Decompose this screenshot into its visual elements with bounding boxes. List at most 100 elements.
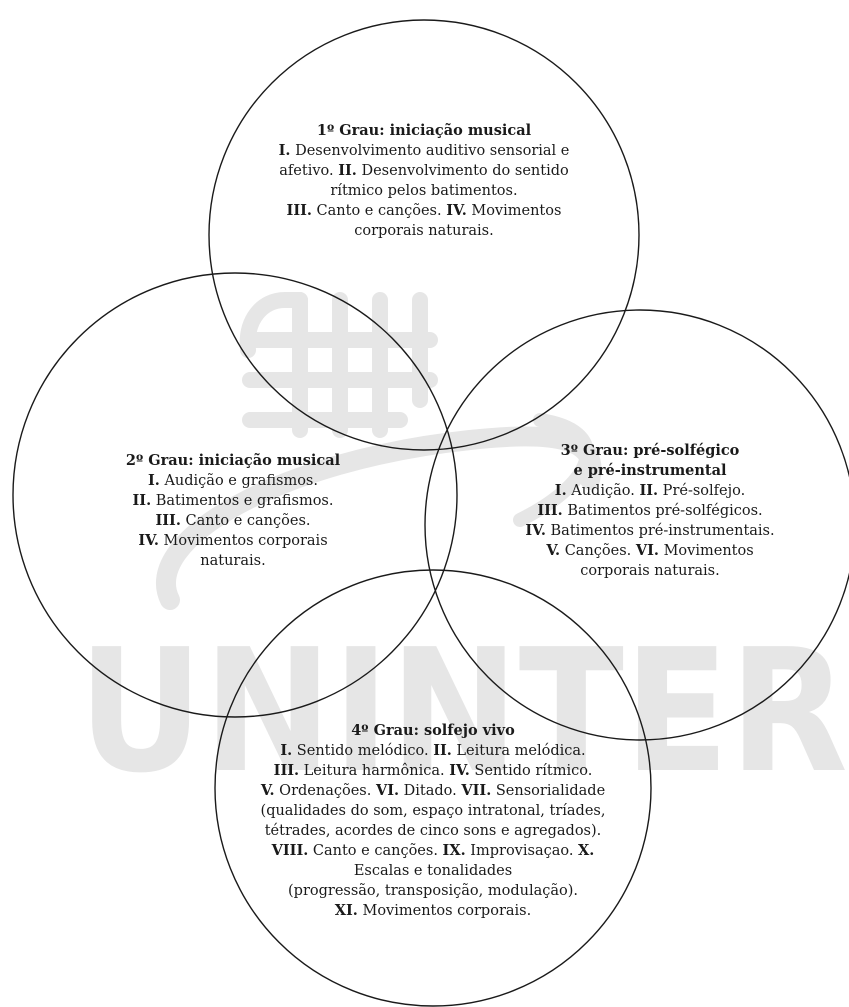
item-text: Sentido melódico. xyxy=(292,743,434,759)
item-numeral: I. xyxy=(278,142,291,159)
item-text: Leitura harmônica. xyxy=(299,763,450,779)
text-line: III. Canto e canções. xyxy=(78,511,388,531)
grau-3-text: 3º Grau: pré-solfégico e pré-instrumenta… xyxy=(490,441,810,581)
item-text: Batimentos e grafismos. xyxy=(151,493,334,509)
circle-grau-1 xyxy=(208,19,640,451)
item-numeral: II. xyxy=(132,492,152,509)
item-numeral: IV. xyxy=(525,522,546,539)
item-numeral: VI. xyxy=(375,782,400,799)
text-line: I. Audição. II. Pré-solfejo. xyxy=(490,481,810,501)
text-line: I. Sentido melódico. II. Leitura melódic… xyxy=(228,741,638,761)
item-numeral: III. xyxy=(537,502,563,519)
grau-4-text: 4º Grau: solfejo vivo I. Sentido melódic… xyxy=(228,721,638,921)
item-text: (progressão, transposição, modulação). xyxy=(288,883,578,899)
item-numeral: V. xyxy=(260,782,275,799)
item-text: Ditado. xyxy=(399,783,462,799)
grau-3-items: I. Audição. II. Pré-solfejo.III. Batimen… xyxy=(490,481,810,581)
item-numeral: I. xyxy=(554,482,567,499)
item-text: Sentido rítmico. xyxy=(469,763,593,779)
circle-grau-4 xyxy=(214,569,652,1007)
item-numeral: II. xyxy=(338,162,357,179)
grau-2-items: I. Audição e grafismos.II. Batimentos e … xyxy=(78,471,388,571)
item-text: Desenvolvimento do sentido xyxy=(356,163,569,179)
grau-3-title-line1: 3º Grau: pré-solfégico xyxy=(560,442,740,459)
text-line: III. Canto e canções. IV. Movimentos xyxy=(244,201,604,221)
item-text: Movimentos xyxy=(466,203,562,219)
item-text: Canto e canções. xyxy=(308,843,443,859)
item-numeral: IV. xyxy=(138,532,159,549)
item-numeral: IV. xyxy=(446,202,467,219)
item-text: Canções. xyxy=(560,543,636,559)
item-text: Canto e canções. xyxy=(311,203,447,219)
item-text: Leitura melódica. xyxy=(451,743,586,759)
text-line: VIII. Canto e canções. IX. Improvisaçao.… xyxy=(228,841,638,861)
grau-4-items: I. Sentido melódico. II. Leitura melódic… xyxy=(228,741,638,921)
text-line: naturais. xyxy=(78,551,388,571)
item-text: Improvisaçao. xyxy=(465,843,579,859)
text-line: V. Ordenações. VI. Ditado. VII. Sensoria… xyxy=(228,781,638,801)
item-numeral: XI. xyxy=(334,902,358,919)
text-line: corporais naturais. xyxy=(244,221,604,241)
item-text: Escalas e tonalidades xyxy=(353,863,513,879)
text-line: II. Batimentos e grafismos. xyxy=(78,491,388,511)
item-numeral: III. xyxy=(286,202,312,219)
text-line: XI. Movimentos corporais. xyxy=(228,901,638,921)
text-line: Escalas e tonalidades xyxy=(228,861,638,881)
item-numeral: X. xyxy=(578,842,595,859)
text-line: I. Audição e grafismos. xyxy=(78,471,388,491)
item-numeral: VI. xyxy=(635,542,659,559)
item-numeral: IX. xyxy=(442,842,466,859)
item-text: Movimentos corporais. xyxy=(357,903,532,919)
grau-2-text: 2º Grau: iniciação musical I. Audição e … xyxy=(78,451,388,571)
item-text: Sensorialidade xyxy=(491,783,606,799)
item-numeral: III. xyxy=(273,762,300,779)
item-text: Audição e grafismos. xyxy=(159,473,318,489)
text-line: IV. Batimentos pré-instrumentais. xyxy=(490,521,810,541)
circle-grau-3 xyxy=(424,309,849,741)
item-numeral: III. xyxy=(155,512,181,529)
item-numeral: I. xyxy=(148,472,160,489)
item-text: Movimentos xyxy=(658,543,754,559)
item-text: rítmico pelos batimentos. xyxy=(330,183,518,199)
grau-2-title: 2º Grau: iniciação musical xyxy=(125,452,341,469)
item-text: Pré-solfejo. xyxy=(658,483,746,499)
item-text: naturais. xyxy=(200,553,266,569)
item-numeral: V. xyxy=(546,542,561,559)
item-text: Movimentos corporais xyxy=(158,533,328,549)
item-text: Audição. xyxy=(566,483,640,499)
item-text: Canto e canções. xyxy=(180,513,311,529)
item-numeral: VIII. xyxy=(271,842,309,859)
item-text: Desenvolvimento auditivo sensorial e xyxy=(290,143,570,159)
item-text: corporais naturais. xyxy=(580,563,720,579)
text-line: corporais naturais. xyxy=(490,561,810,581)
item-text: Batimentos pré-solfégicos. xyxy=(562,503,763,519)
text-line: I. Desenvolvimento auditivo sensorial e xyxy=(244,141,604,161)
grau-3-title-line2: e pré-instrumental xyxy=(573,462,727,479)
item-text: tétrades, acordes de cinco sons e agrega… xyxy=(264,823,602,839)
text-line: rítmico pelos batimentos. xyxy=(244,181,604,201)
item-numeral: II. xyxy=(433,742,452,759)
text-line: afetivo. II. Desenvolvimento do sentido xyxy=(244,161,604,181)
item-text: (qualidades do som, espaço intratonal, t… xyxy=(260,803,606,819)
grau-1-text: 1º Grau: iniciação musical I. Desenvolvi… xyxy=(244,121,604,241)
text-line: (progressão, transposição, modulação). xyxy=(228,881,638,901)
item-numeral: IV. xyxy=(449,762,470,779)
circle-grau-2 xyxy=(12,272,458,718)
text-line: V. Canções. VI. Movimentos xyxy=(490,541,810,561)
item-text: Batimentos pré-instrumentais. xyxy=(545,523,775,539)
item-numeral: VII. xyxy=(461,782,492,799)
text-line: III. Batimentos pré-solfégicos. xyxy=(490,501,810,521)
text-line: IV. Movimentos corporais xyxy=(78,531,388,551)
text-line: tétrades, acordes de cinco sons e agrega… xyxy=(228,821,638,841)
item-numeral: I. xyxy=(280,742,293,759)
item-text: afetivo. xyxy=(279,163,339,179)
item-text: corporais naturais. xyxy=(354,223,494,239)
item-text: Ordenações. xyxy=(274,783,376,799)
item-numeral: II. xyxy=(639,482,659,499)
grau-4-title: 4º Grau: solfejo vivo xyxy=(351,722,515,739)
grau-1-title: 1º Grau: iniciação musical xyxy=(316,122,532,139)
text-line: III. Leitura harmônica. IV. Sentido rítm… xyxy=(228,761,638,781)
